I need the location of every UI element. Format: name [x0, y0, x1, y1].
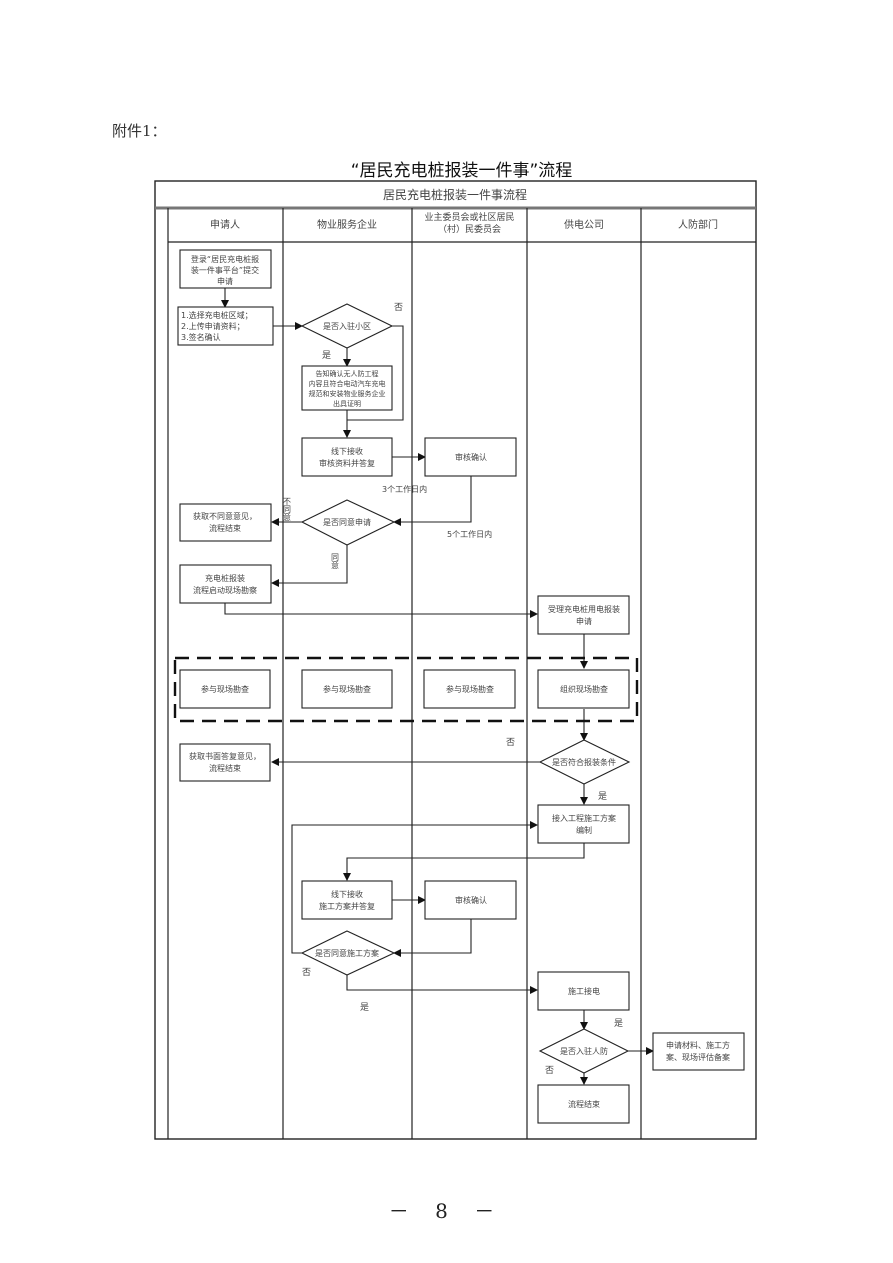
- svg-text:申请: 申请: [217, 276, 233, 286]
- lane-header-property: 物业服务企业: [317, 218, 377, 231]
- decision-agree-application: 是否同意申请: [300, 499, 396, 546]
- label-yes-1: 是: [322, 350, 331, 361]
- node-civil-defense-filing: 申请材料、施工方 案、现场评估备案: [652, 1032, 745, 1071]
- node-committee-review: 审核确认: [424, 437, 517, 477]
- svg-text:是否入驻小区: 是否入驻小区: [323, 321, 371, 331]
- svg-text:施工方案并答复: 施工方案并答复: [319, 901, 375, 911]
- node-offline-plan-review: 线下接收 施工方案并答复: [301, 880, 393, 920]
- svg-text:编制: 编制: [576, 825, 592, 835]
- lane-header-power-company: 供电公司: [564, 218, 604, 231]
- svg-text:登录“居民充电桩报: 登录“居民充电桩报: [191, 254, 259, 264]
- svg-text:是否符合报装条件: 是否符合报装条件: [552, 757, 616, 767]
- connectors: [221, 288, 654, 1085]
- lane-header-committee: 业主委员会或社区居民（村）民委员会: [424, 213, 514, 235]
- decision-property-managed: 是否入驻小区: [300, 303, 394, 349]
- node-construction-plan: 接入工程施工方案 编制: [537, 804, 630, 844]
- attachment-label: 附件1：: [112, 122, 167, 140]
- node-survey-committee: 参与现场勘查: [423, 669, 516, 709]
- node-construction-connection: 施工接电: [537, 971, 630, 1011]
- node-start-survey: 充电桩报装 流程启动现场勘察: [179, 564, 272, 604]
- node-submit-application: 登录“居民充电桩报 装一件事平台”提交 申请: [179, 249, 272, 289]
- node-application-steps: 1.选择充电桩区域； 2.上传申请资料； 3.签名确认: [177, 306, 274, 346]
- decision-civil-defense: 是否入驻人防: [538, 1028, 630, 1074]
- node-written-reply-end: 获取书面答复意见， 流程结束: [179, 743, 271, 782]
- label-no-1: 否: [394, 302, 403, 313]
- svg-text:规范和安装物业服务企业: 规范和安装物业服务企业: [309, 389, 386, 398]
- flowchart-title: 居民充电桩报装一件事流程: [383, 187, 527, 202]
- node-confirm-no-civil-defense: 告知确认无人防工程 内容且符合电动汽车充电 规范和安装物业服务企业 出具证明: [301, 365, 393, 411]
- label-yes-3: 是: [360, 1002, 369, 1013]
- decision-meets-conditions: 是否符合报装条件: [538, 739, 631, 785]
- svg-text:案、现场评估备案: 案、现场评估备案: [666, 1052, 730, 1062]
- lane-header-civil-defense: 人防部门: [678, 218, 718, 231]
- document-title: “居民充电桩报装一件事”流程: [350, 161, 573, 181]
- svg-text:参与现场勘查: 参与现场勘查: [446, 684, 494, 694]
- svg-text:施工接电: 施工接电: [568, 986, 600, 996]
- svg-text:告知确认无人防工程: 告知确认无人防工程: [316, 369, 379, 378]
- svg-text:是否同意施工方案: 是否同意施工方案: [315, 948, 379, 958]
- node-survey-applicant: 参与现场勘查: [179, 669, 271, 709]
- svg-text:是否同意申请: 是否同意申请: [323, 517, 371, 527]
- flowchart-frame: [154, 180, 757, 1140]
- label-no-3: 否: [302, 967, 311, 978]
- svg-text:审核资料并答复: 审核资料并答复: [319, 458, 375, 468]
- label-agree: 同意: [331, 553, 340, 569]
- svg-text:2.上传申请资料；: 2.上传申请资料；: [181, 321, 245, 331]
- svg-text:审核确认: 审核确认: [455, 895, 487, 905]
- node-survey-property: 参与现场勘查: [301, 669, 393, 709]
- node-committee-plan-review: 审核确认: [424, 880, 517, 920]
- svg-text:装一件事平台”提交: 装一件事平台”提交: [191, 265, 259, 275]
- decision-agree-plan: 是否同意施工方案: [300, 930, 396, 976]
- label-yes-2: 是: [598, 791, 607, 802]
- svg-text:参与现场勘查: 参与现场勘查: [323, 684, 371, 694]
- label-within-5-days: 5个工作日内: [447, 529, 492, 539]
- lane-header-applicant: 申请人: [210, 218, 240, 231]
- svg-text:获取不同意意见，: 获取不同意意见，: [193, 511, 257, 521]
- svg-text:流程结束: 流程结束: [568, 1099, 600, 1109]
- node-rejection-end: 获取不同意意见， 流程结束: [179, 503, 272, 542]
- svg-text:审核确认: 审核确认: [455, 452, 487, 462]
- svg-text:申请: 申请: [576, 616, 592, 626]
- label-no-2: 否: [506, 737, 515, 748]
- node-process-end: 流程结束: [537, 1084, 630, 1124]
- svg-text:线下接收: 线下接收: [331, 889, 363, 899]
- node-offline-review: 线下接收 审核资料并答复: [301, 437, 393, 477]
- svg-text:组织现场勘查: 组织现场勘查: [560, 684, 608, 694]
- label-yes-4: 是: [614, 1018, 623, 1029]
- label-no-4: 否: [545, 1065, 554, 1076]
- svg-text:流程结束: 流程结束: [209, 523, 241, 533]
- svg-text:受理充电桩用电报装: 受理充电桩用电报装: [548, 604, 620, 614]
- svg-text:充电桩报装: 充电桩报装: [205, 573, 245, 583]
- svg-text:1.选择充电桩区域；: 1.选择充电桩区域；: [181, 310, 253, 320]
- node-organize-survey: 组织现场勘查: [537, 669, 630, 709]
- svg-text:获取书面答复意见，: 获取书面答复意见，: [189, 751, 261, 761]
- label-within-3-days: 3个工作日内: [382, 484, 427, 494]
- svg-text:参与现场勘查: 参与现场勘查: [201, 684, 249, 694]
- svg-text:流程启动现场勘察: 流程启动现场勘察: [193, 585, 257, 595]
- svg-text:3.签名确认: 3.签名确认: [181, 332, 221, 342]
- label-disagree: 不同意: [283, 497, 292, 521]
- svg-text:接入工程施工方案: 接入工程施工方案: [552, 813, 616, 823]
- svg-text:是否入驻人防: 是否入驻人防: [560, 1046, 608, 1056]
- svg-text:出具证明: 出具证明: [333, 399, 361, 408]
- node-accept-power-application: 受理充电桩用电报装 申请: [537, 595, 630, 635]
- svg-text:流程结束: 流程结束: [209, 763, 241, 773]
- svg-text:内容且符合电动汽车充电: 内容且符合电动汽车充电: [309, 379, 386, 388]
- svg-text:线下接收: 线下接收: [331, 446, 363, 456]
- lane-grid: [167, 208, 756, 1139]
- field-survey-group: [173, 656, 639, 723]
- svg-text:申请材料、施工方: 申请材料、施工方: [666, 1040, 730, 1050]
- page-number: － 8 －: [388, 1199, 505, 1223]
